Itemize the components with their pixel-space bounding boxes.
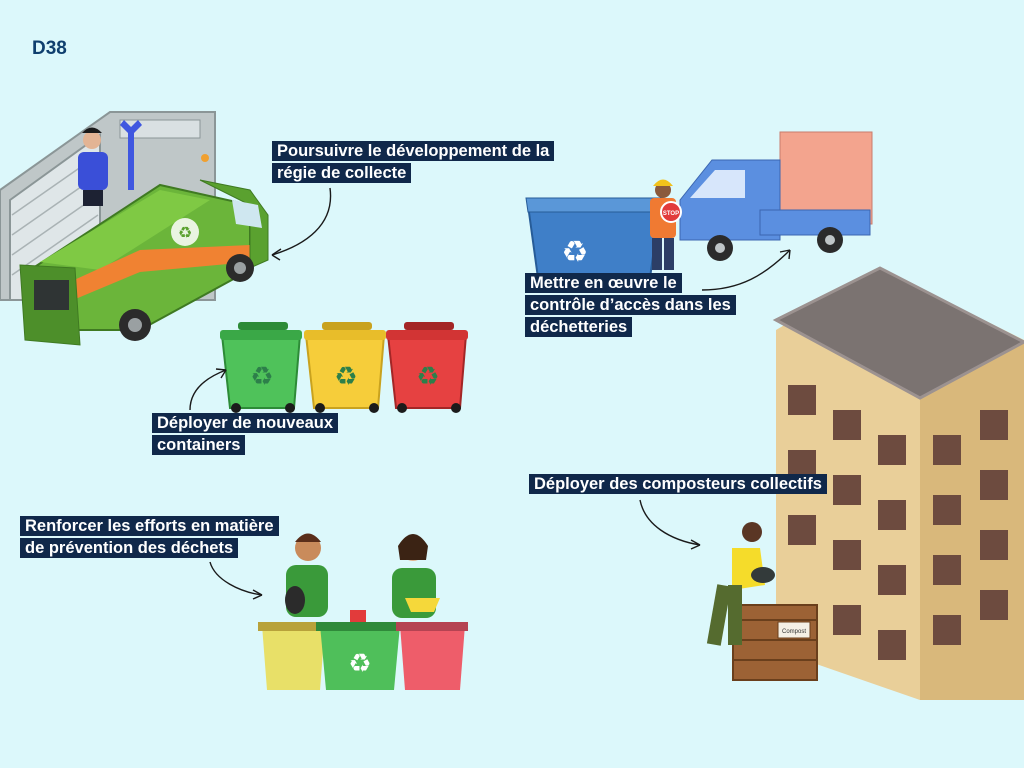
- label-composteurs-collectifs: Déployer des composteurs collectifs: [529, 473, 889, 495]
- new-containers-illustration: ♻ ♻ ♻: [220, 322, 468, 413]
- svg-text:♻: ♻: [178, 223, 192, 242]
- connector-arrows: [189, 187, 791, 600]
- svg-text:♻: ♻: [348, 649, 371, 679]
- access-control-illustration: ♻ STOP: [525, 131, 873, 279]
- green-bin: ♻: [220, 322, 302, 413]
- svg-text:♻: ♻: [562, 235, 589, 270]
- arrow-containers: [189, 369, 227, 411]
- label-nouveaux-containers: Déployer de nouveaux containers: [152, 412, 372, 456]
- yellow-bin: ♻: [304, 322, 386, 413]
- svg-text:♻: ♻: [250, 362, 273, 392]
- red-bin: ♻: [386, 322, 468, 413]
- document-code: D38: [32, 38, 67, 59]
- svg-text:♻: ♻: [334, 362, 357, 392]
- label-regie-collecte: Poursuivre le développement de la régie …: [272, 140, 557, 184]
- garbage-truck-illustration: ♻: [0, 111, 269, 346]
- composter-illustration: Compost: [706, 522, 818, 681]
- arrow-composteurs: [639, 499, 701, 546]
- building-illustration: [772, 266, 1024, 700]
- composter-sign: Compost: [782, 629, 806, 635]
- svg-text:♻: ♻: [416, 362, 439, 392]
- arrow-controle: [701, 249, 791, 291]
- arrow-regie: [271, 187, 332, 256]
- stop-sign-text: STOP: [663, 211, 679, 217]
- label-controle-acces: Mettre en œuvre le contrôle d’accès dans…: [525, 272, 740, 338]
- label-prevention-dechets: Renforcer les efforts en matière de prév…: [20, 515, 279, 559]
- arrow-prevention: [209, 561, 263, 596]
- prevention-illustration: ♻: [258, 533, 468, 690]
